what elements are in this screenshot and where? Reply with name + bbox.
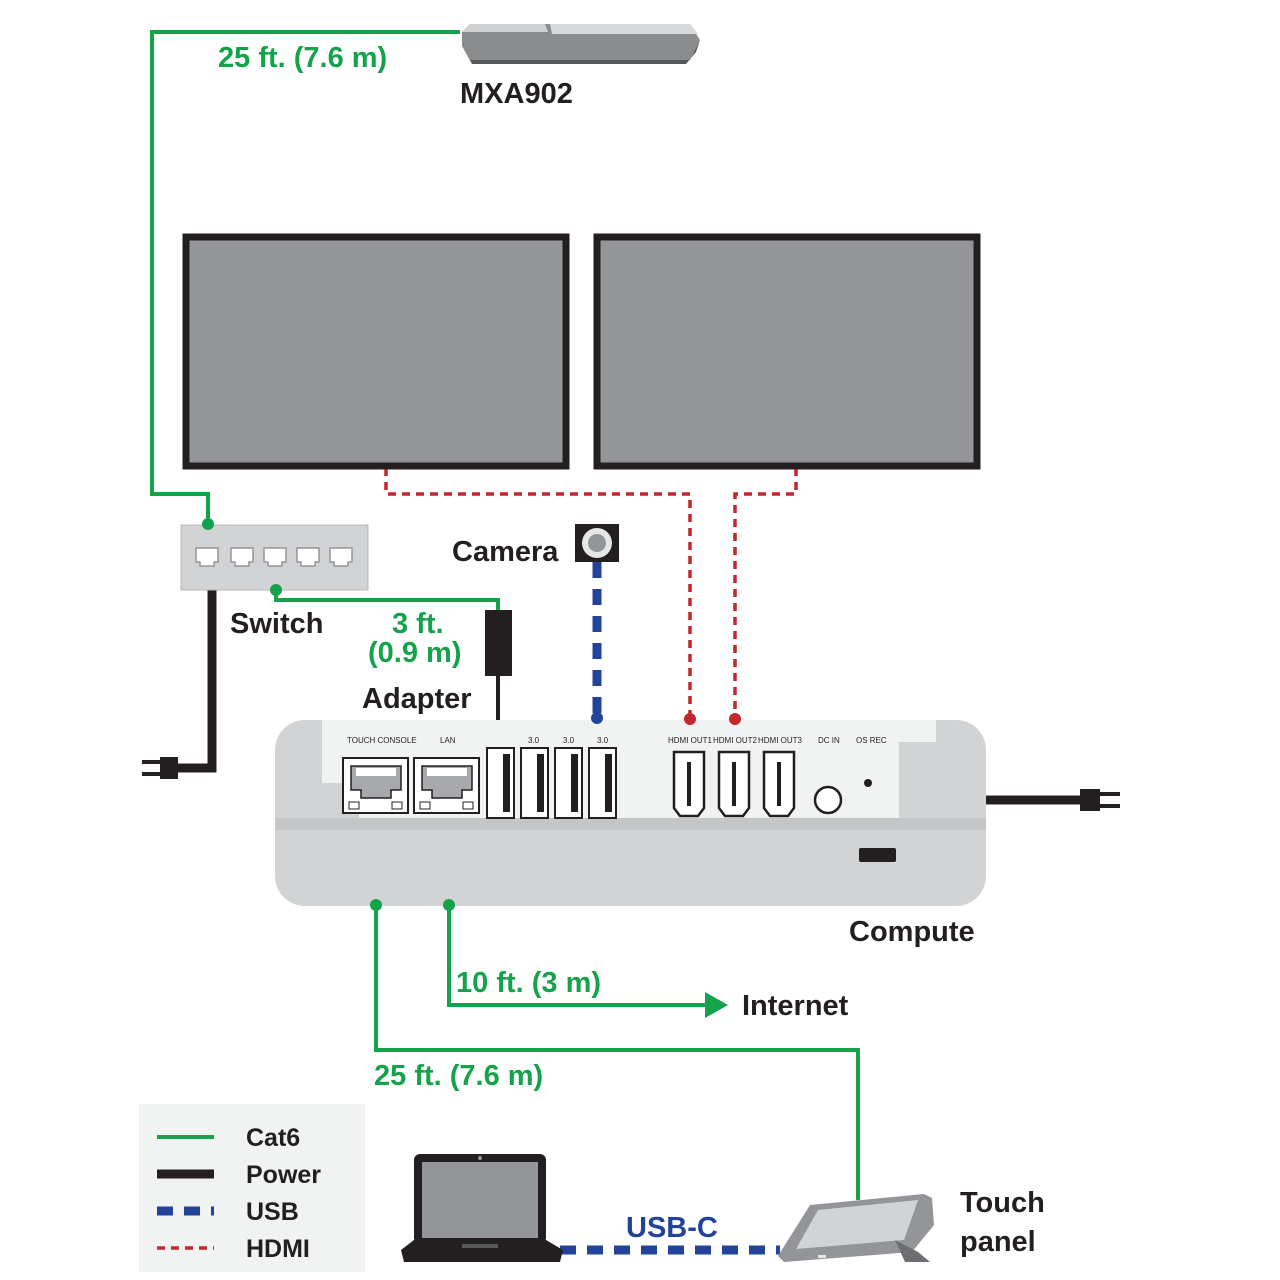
lan-port — [413, 757, 480, 814]
lan-connection-dot — [443, 899, 455, 911]
cat6-cable-touch-panel — [374, 905, 860, 1200]
power-cable-switch — [165, 590, 217, 773]
port-label-lan: LAN — [440, 736, 456, 745]
touch-console-connection-dot — [370, 899, 382, 911]
cat6-cable-mic-switch — [150, 30, 460, 522]
touch-cable-length-label: 25 ft. (7.6 m) — [374, 1060, 543, 1092]
port-label-hdmi-1: HDMI OUT1 — [668, 736, 713, 745]
adapter-cable-length-metric-label: (0.9 m) — [368, 637, 461, 669]
switch-label: Switch — [230, 608, 323, 640]
hdmi-cable-display-2 — [733, 468, 798, 716]
port-label-os-rec: OS REC — [856, 736, 887, 745]
legend-item-usb: USB — [157, 1198, 299, 1226]
adapter-label: Adapter — [362, 683, 472, 715]
internet-cable-length-label: 10 ft. (3 m) — [456, 967, 601, 999]
port-label-dc-in: DC IN — [818, 736, 840, 745]
switch-power-plug-icon — [142, 757, 178, 779]
port-label-usb-2: 3.0 — [563, 736, 575, 745]
usb-connection-dot — [591, 712, 603, 724]
camera-device — [575, 524, 619, 562]
compute-label: Compute — [849, 916, 975, 948]
network-switch — [180, 524, 369, 591]
port-label-hdmi-3: HDMI OUT3 — [758, 736, 803, 745]
power-adapter — [485, 610, 512, 676]
legend-item-cat6: Cat6 — [157, 1124, 300, 1152]
port-label-hdmi-2: HDMI OUT2 — [713, 736, 758, 745]
internet-arrow-icon — [705, 992, 728, 1018]
compute-power-plug-icon — [1080, 789, 1120, 811]
adapter-cable-length-label: 3 ft. — [392, 608, 444, 640]
legend-label-cat6: Cat6 — [246, 1124, 300, 1152]
port-label-touch-console: TOUCH CONSOLE — [347, 736, 417, 745]
mic-cable-length-label: 25 ft. (7.6 m) — [218, 42, 387, 74]
legend-label-usb: USB — [246, 1198, 299, 1226]
legend-item-power: Power — [157, 1161, 321, 1189]
kensington-slot — [859, 848, 896, 862]
port-label-usb-1: 3.0 — [528, 736, 540, 745]
touch-console-port — [342, 757, 409, 814]
legend-label-power: Power — [246, 1161, 321, 1189]
os-rec-button — [864, 779, 872, 787]
internet-label: Internet — [742, 990, 849, 1022]
mxa902-microphone — [462, 24, 700, 64]
switch-port-dot-bottom — [270, 584, 282, 596]
usbc-label: USB-C — [626, 1212, 718, 1244]
hdmi-connection-dot-2 — [729, 713, 741, 725]
hdmi-connection-dot-1 — [684, 713, 696, 725]
touch-panel-label-line-2: panel — [960, 1226, 1036, 1258]
legend-label-hdmi: HDMI — [246, 1235, 310, 1263]
port-label-usb-3: 3.0 — [597, 736, 609, 745]
camera-label: Camera — [452, 536, 559, 568]
cat6-cable-internet — [447, 905, 712, 1007]
legend-item-hdmi: HDMI — [157, 1235, 310, 1263]
switch-port-dot-top — [202, 518, 214, 530]
dc-in-port — [813, 785, 843, 815]
laptop-icon — [401, 1154, 563, 1262]
mxa902-label: MXA902 — [460, 78, 573, 110]
display-2 — [593, 233, 981, 470]
hdmi-cable-display-1 — [384, 468, 692, 716]
touch-panel-label-line-1: Touch — [960, 1187, 1045, 1219]
touch-panel-device — [778, 1194, 934, 1262]
display-1 — [182, 233, 570, 470]
legend: Cat6 Power USB HDMI — [139, 1104, 365, 1272]
